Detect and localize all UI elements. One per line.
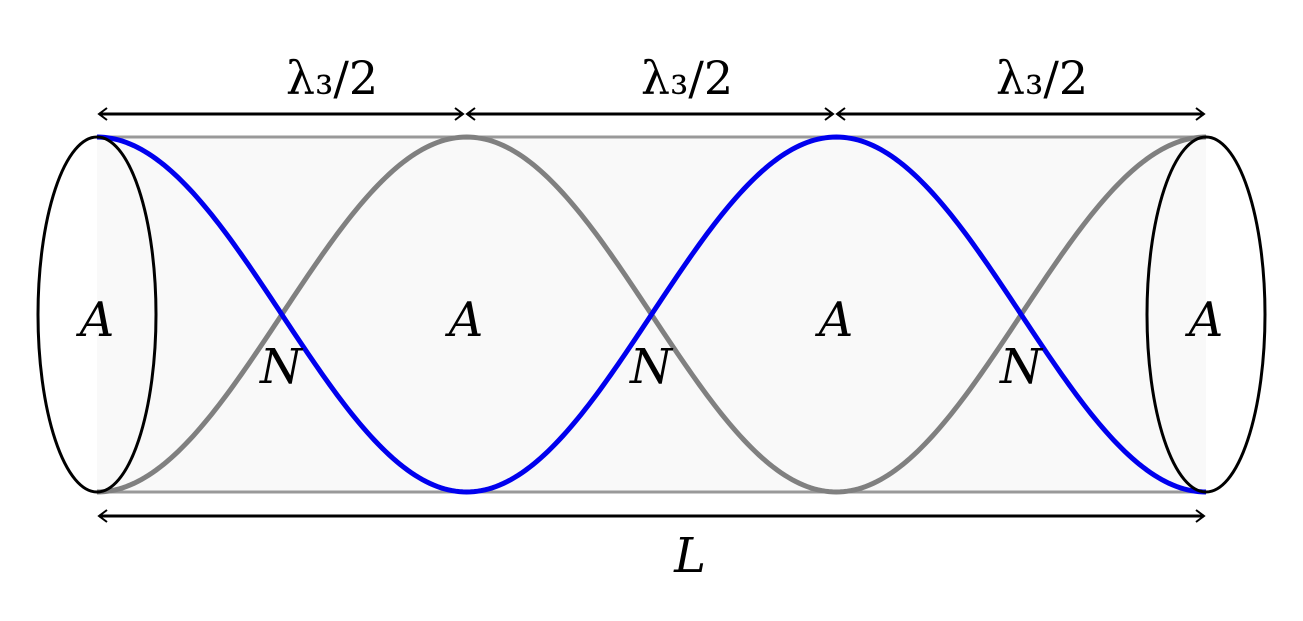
segment-label-1: λ₃/2 xyxy=(286,51,378,105)
segment-label-3: λ₃/2 xyxy=(996,51,1088,105)
node-label-1: N xyxy=(259,339,304,395)
length-label: L xyxy=(673,528,706,584)
antinode-label-1: A xyxy=(76,292,115,348)
left-end-cap xyxy=(36,135,158,494)
antinode-label-2: A xyxy=(445,292,484,348)
segment-label-2: λ₃/2 xyxy=(641,51,733,105)
node-label-2: N xyxy=(629,339,674,395)
antinode-label-4: A xyxy=(1185,292,1224,348)
right-end-cap xyxy=(1145,135,1267,494)
antinode-label-3: A xyxy=(815,292,854,348)
wave-primary xyxy=(96,134,1207,495)
node-label-3: N xyxy=(999,339,1044,395)
